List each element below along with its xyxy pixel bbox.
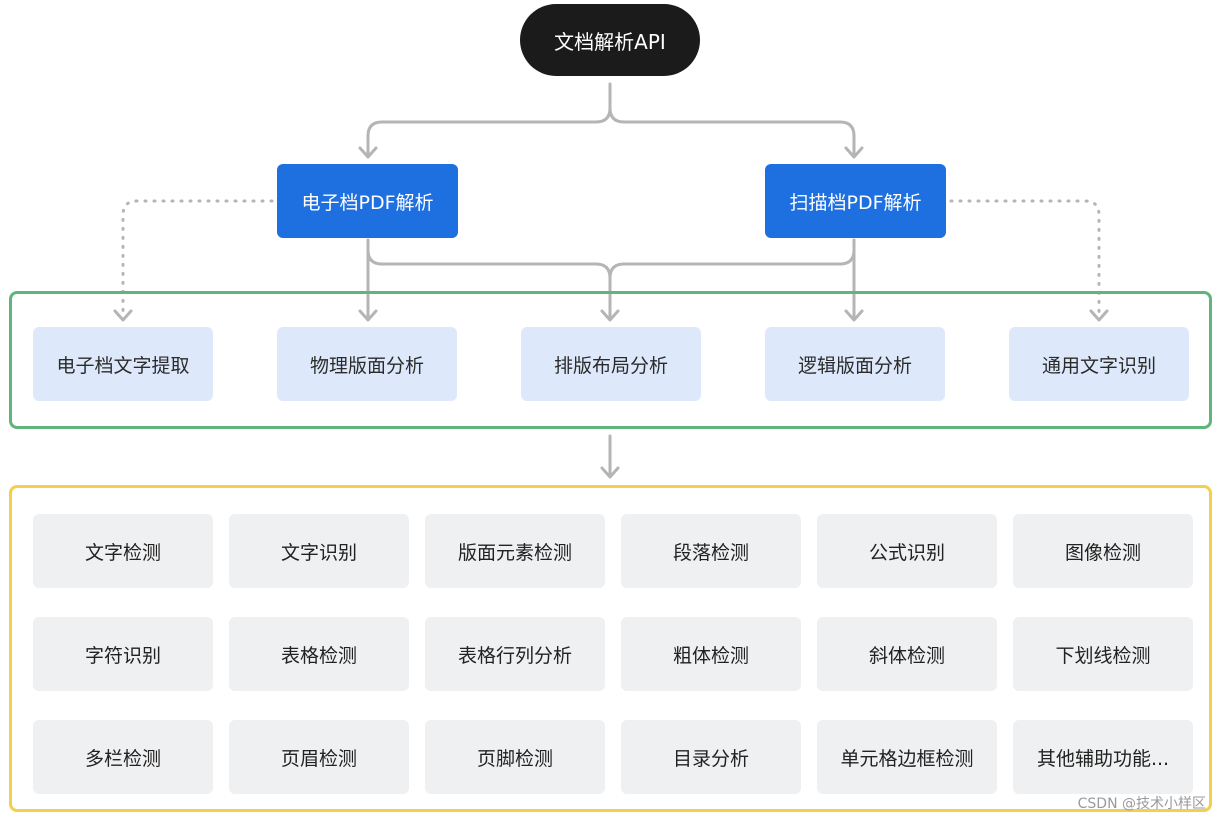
module-label: 排版布局分析	[553, 354, 668, 377]
feature-label: 多栏检测	[84, 747, 161, 770]
connector-root-to-scanned	[608, 106, 856, 158]
module-typesetting-layout-analysis: 排版布局分析	[521, 327, 701, 401]
feature-label: 文字检测	[84, 541, 161, 564]
feature-item: 文字检测	[33, 514, 213, 588]
connector-scanned-layout	[608, 248, 856, 280]
feature-item: 公式识别	[817, 514, 997, 588]
feature-item: 下划线检测	[1013, 617, 1193, 691]
feature-label: 图像检测	[1064, 541, 1141, 564]
feature-item: 其他辅助功能...	[1013, 720, 1193, 794]
module-logical-layout-analysis: 逻辑版面分析	[765, 327, 945, 401]
feature-item: 单元格边框检测	[817, 720, 997, 794]
feature-label: 表格行列分析	[457, 644, 572, 667]
arrow-head	[358, 309, 378, 322]
module-label: 电子档文字提取	[56, 354, 190, 377]
connector-root-to-electronic	[366, 82, 612, 158]
feature-item: 页脚检测	[425, 720, 605, 794]
branch-label: 扫描档PDF解析	[789, 191, 922, 214]
feature-label: 段落检测	[672, 541, 749, 564]
feature-item: 表格行列分析	[425, 617, 605, 691]
arrow-head	[358, 146, 378, 159]
feature-item: 粗体检测	[621, 617, 801, 691]
feature-item: 文字识别	[229, 514, 409, 588]
feature-label: 文字识别	[280, 541, 357, 564]
branch-scanned-pdf: 扫描档PDF解析	[765, 164, 946, 238]
branch-label: 电子档PDF解析	[301, 191, 434, 214]
feature-item: 字符识别	[33, 617, 213, 691]
module-group	[9, 291, 1212, 429]
feature-label: 下划线检测	[1055, 644, 1151, 667]
arrow-head	[844, 309, 864, 322]
module-general-ocr: 通用文字识别	[1009, 327, 1189, 401]
feature-item: 图像检测	[1013, 514, 1193, 588]
feature-item: 目录分析	[621, 720, 801, 794]
feature-item: 页眉检测	[229, 720, 409, 794]
feature-label: 页眉检测	[280, 747, 357, 770]
module-label: 逻辑版面分析	[797, 354, 912, 377]
module-label: 通用文字识别	[1041, 354, 1156, 377]
feature-label: 页脚检测	[476, 747, 553, 770]
dotted-connector-electronic-text	[121, 199, 274, 320]
module-electronic-text-extraction: 电子档文字提取	[33, 327, 213, 401]
feature-label: 目录分析	[672, 747, 749, 770]
root-label: 文档解析API	[554, 29, 666, 54]
arrow-head	[113, 309, 133, 322]
feature-label: 字符识别	[84, 644, 161, 667]
branch-electronic-pdf: 电子档PDF解析	[277, 164, 458, 238]
feature-label: 版面元素检测	[457, 541, 572, 564]
feature-item: 表格检测	[229, 617, 409, 691]
feature-item: 多栏检测	[33, 720, 213, 794]
feature-item: 段落检测	[621, 514, 801, 588]
feature-label: 表格检测	[280, 644, 357, 667]
feature-item: 版面元素检测	[425, 514, 605, 588]
arrow-head	[600, 309, 620, 322]
arrow-head	[600, 466, 620, 479]
dotted-connector-scanned-ocr	[949, 199, 1101, 320]
feature-label: 粗体检测	[672, 644, 749, 667]
feature-item: 斜体检测	[817, 617, 997, 691]
watermark: CSDN @技术小样区	[1077, 796, 1206, 812]
feature-label: 单元格边框检测	[840, 747, 974, 770]
feature-group	[9, 485, 1212, 812]
feature-label: 斜体检测	[868, 644, 945, 667]
feature-label: 公式识别	[868, 541, 945, 564]
feature-label: 其他辅助功能...	[1036, 747, 1170, 770]
module-label: 物理版面分析	[309, 354, 424, 377]
arrow-head	[1089, 309, 1109, 322]
root-node: 文档解析API	[520, 4, 700, 76]
arrow-head	[844, 146, 864, 159]
module-physical-layout-analysis: 物理版面分析	[277, 327, 457, 401]
